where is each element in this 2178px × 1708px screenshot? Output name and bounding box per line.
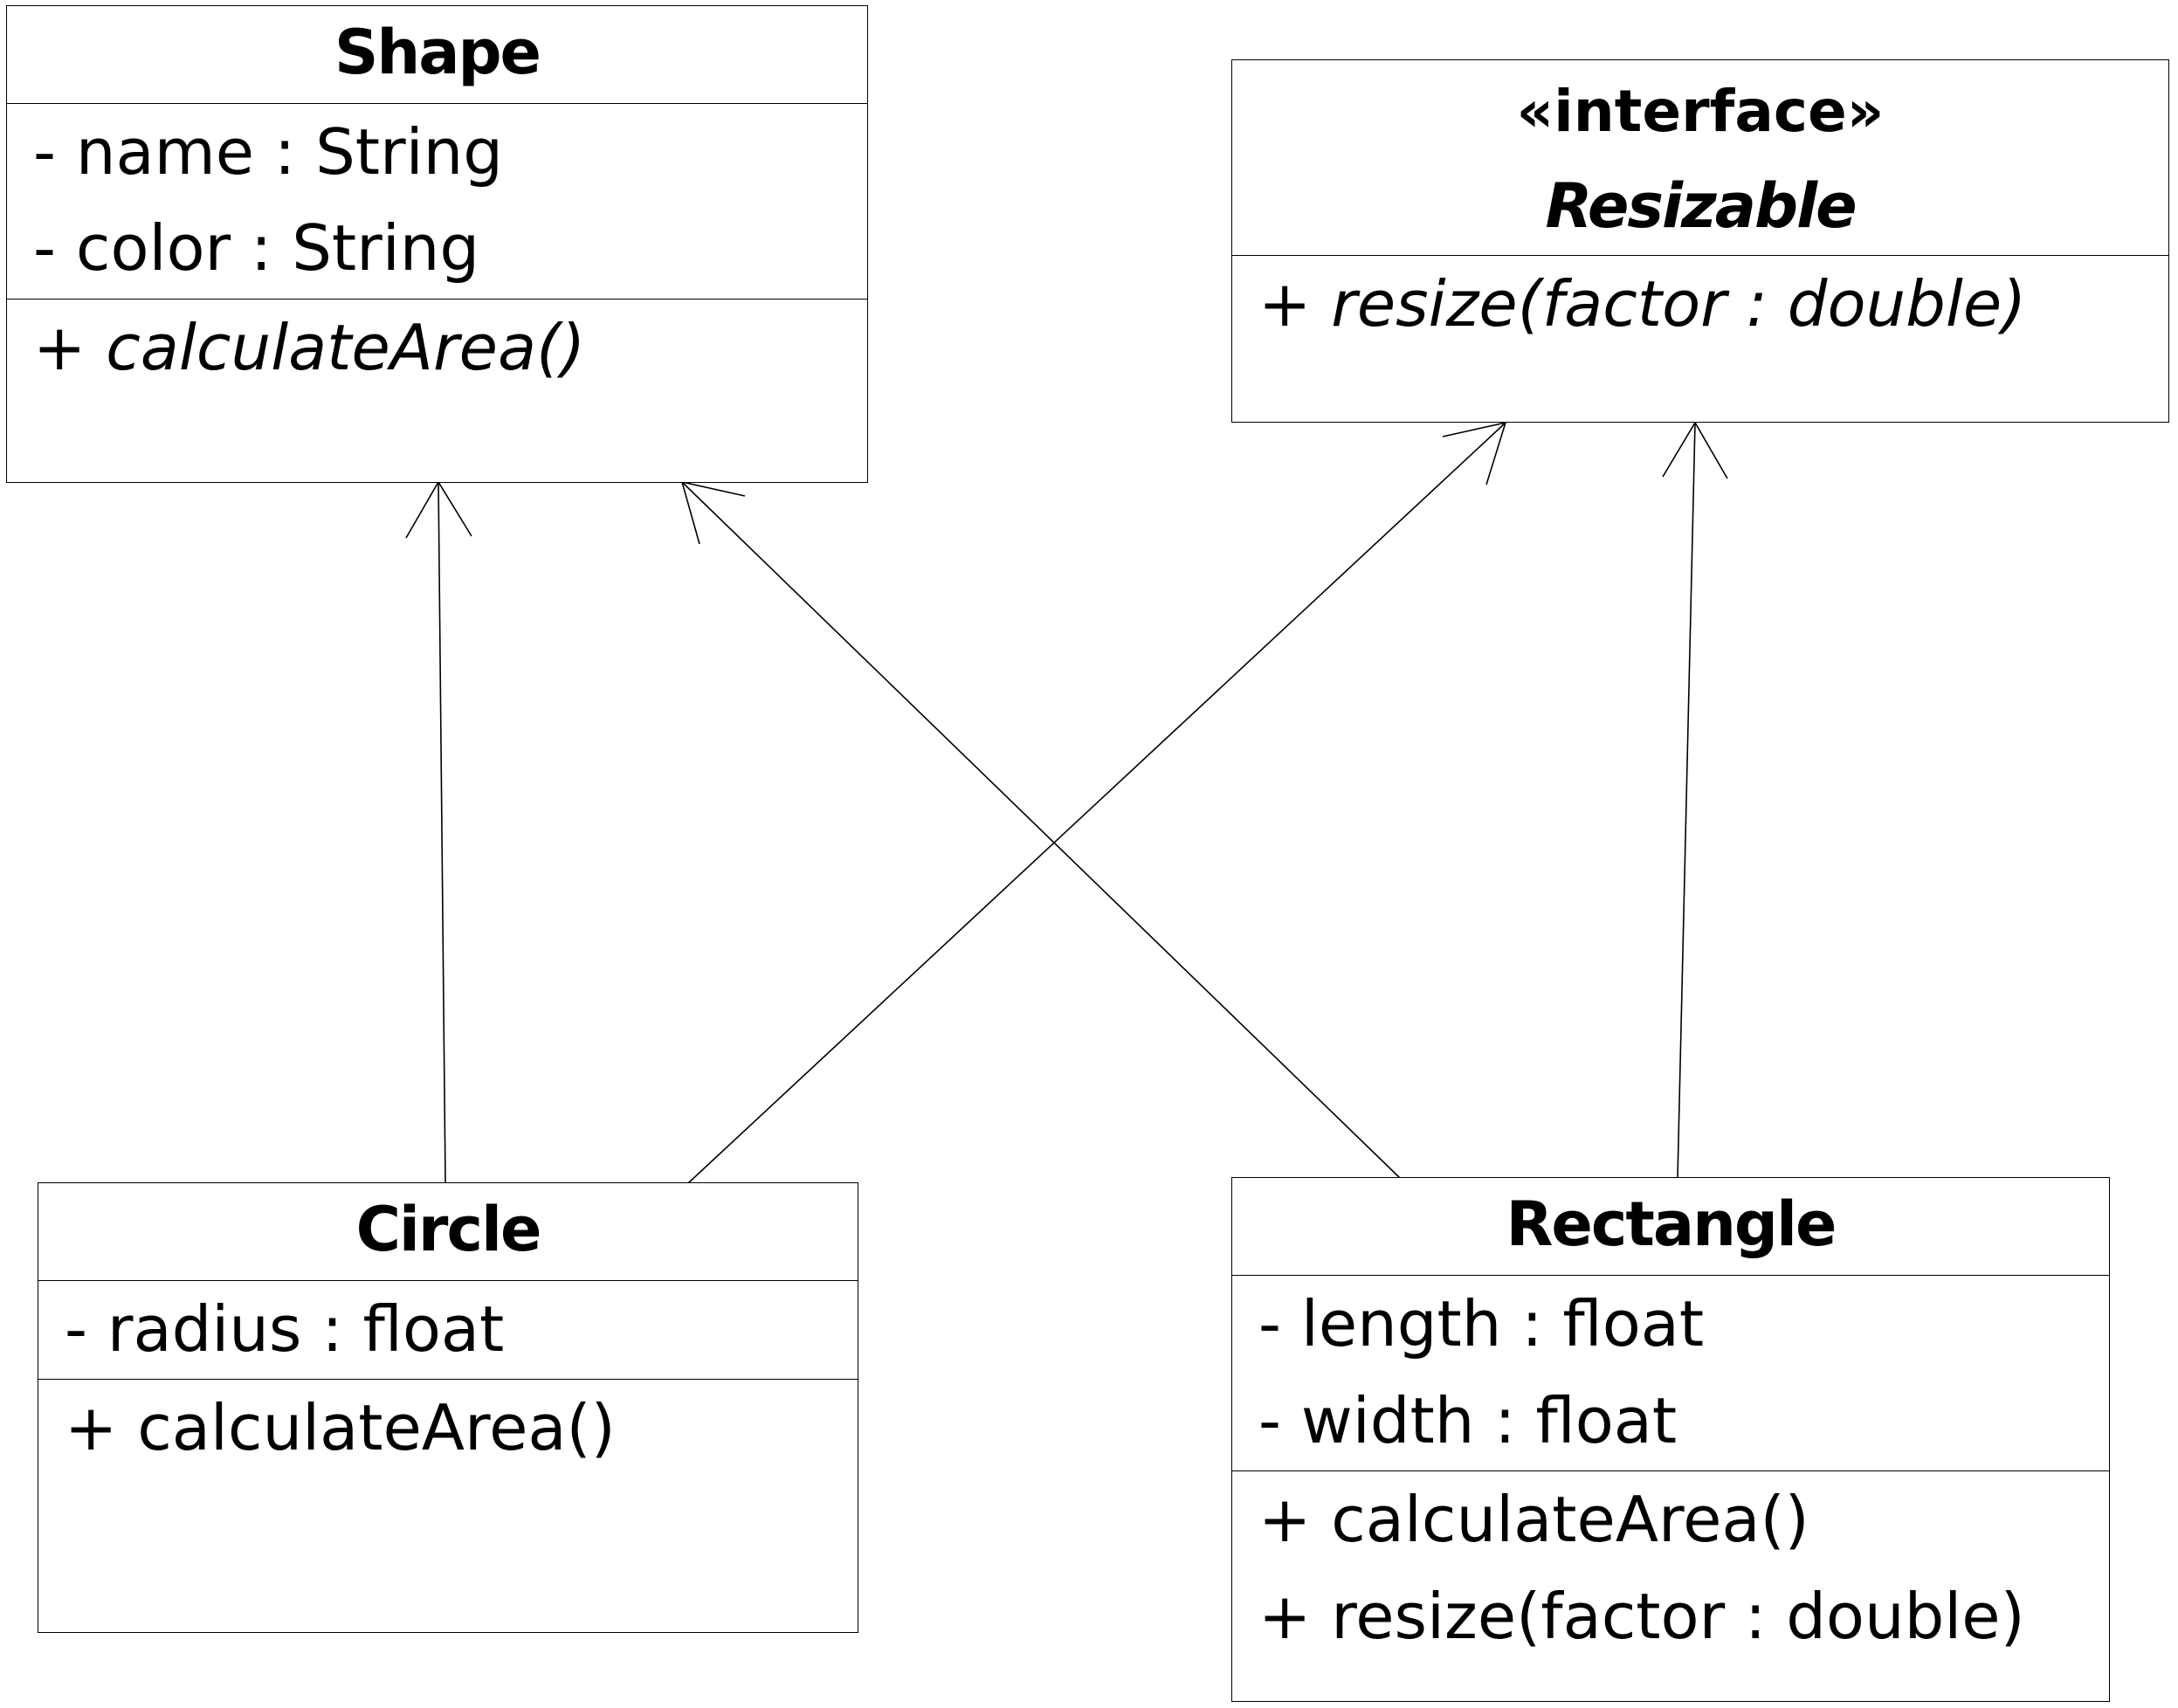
operation-calculate-area: + calculateArea()	[65, 1391, 616, 1464]
class-rectangle-operations: + calculateArea() + resize(factor : doub…	[1232, 1471, 2109, 1665]
class-circle-name: Circle	[355, 1194, 542, 1265]
attribute-radius: - radius : float	[65, 1292, 505, 1366]
class-shape[interactable]: Shape - name : String - color : String +…	[6, 5, 868, 483]
arrowhead-circle-resizable	[1442, 421, 1507, 486]
operation-calculate-area: + calculateArea()	[1258, 1483, 1809, 1556]
interface-stereotype: «interface»	[1516, 78, 1885, 145]
attribute-width: - width : float	[1258, 1384, 1678, 1457]
operation-resize: + resize(factor : double)	[1258, 1580, 2025, 1653]
interface-resizable[interactable]: «interface» Resizable + resize(factor : …	[1231, 59, 2169, 423]
class-circle-operations: + calculateArea()	[38, 1380, 858, 1477]
attribute-length: - length : float	[1258, 1287, 1705, 1360]
edge-circle-shape	[438, 481, 446, 1184]
edge-circle-resizable	[687, 422, 1506, 1184]
class-rectangle[interactable]: Rectangle - length : float - width : flo…	[1231, 1177, 2110, 1702]
operation-resize: + resize(factor : double)	[1258, 267, 2027, 341]
interface-resizable-name: Resizable	[1545, 170, 1857, 242]
class-rectangle-name: Rectangle	[1506, 1188, 1837, 1260]
attribute-name: - name : String	[33, 115, 503, 189]
edge-rectangle-resizable	[1677, 422, 1696, 1179]
class-circle-header: Circle	[38, 1183, 858, 1281]
operation-calculate-area: + calculateArea()	[33, 311, 586, 384]
class-shape-operations: + calculateArea()	[7, 300, 867, 396]
class-shape-name: Shape	[334, 17, 541, 88]
interface-resizable-operations: + resize(factor : double)	[1232, 256, 2168, 353]
class-shape-attributes: - name : String - color : String	[7, 104, 867, 300]
class-rectangle-attributes: - length : float - width : float	[1232, 1276, 2109, 1471]
class-circle[interactable]: Circle - radius : float + calculateArea(…	[38, 1182, 858, 1633]
attribute-color: - color : String	[33, 211, 480, 285]
interface-resizable-header: «interface» Resizable	[1232, 60, 2168, 256]
arrowhead-rectangle-resizable	[1662, 421, 1728, 479]
class-rectangle-header: Rectangle	[1232, 1178, 2109, 1276]
edge-rectangle-shape	[681, 481, 1401, 1179]
class-shape-header: Shape	[7, 6, 867, 104]
class-circle-attributes: - radius : float	[38, 1281, 858, 1380]
